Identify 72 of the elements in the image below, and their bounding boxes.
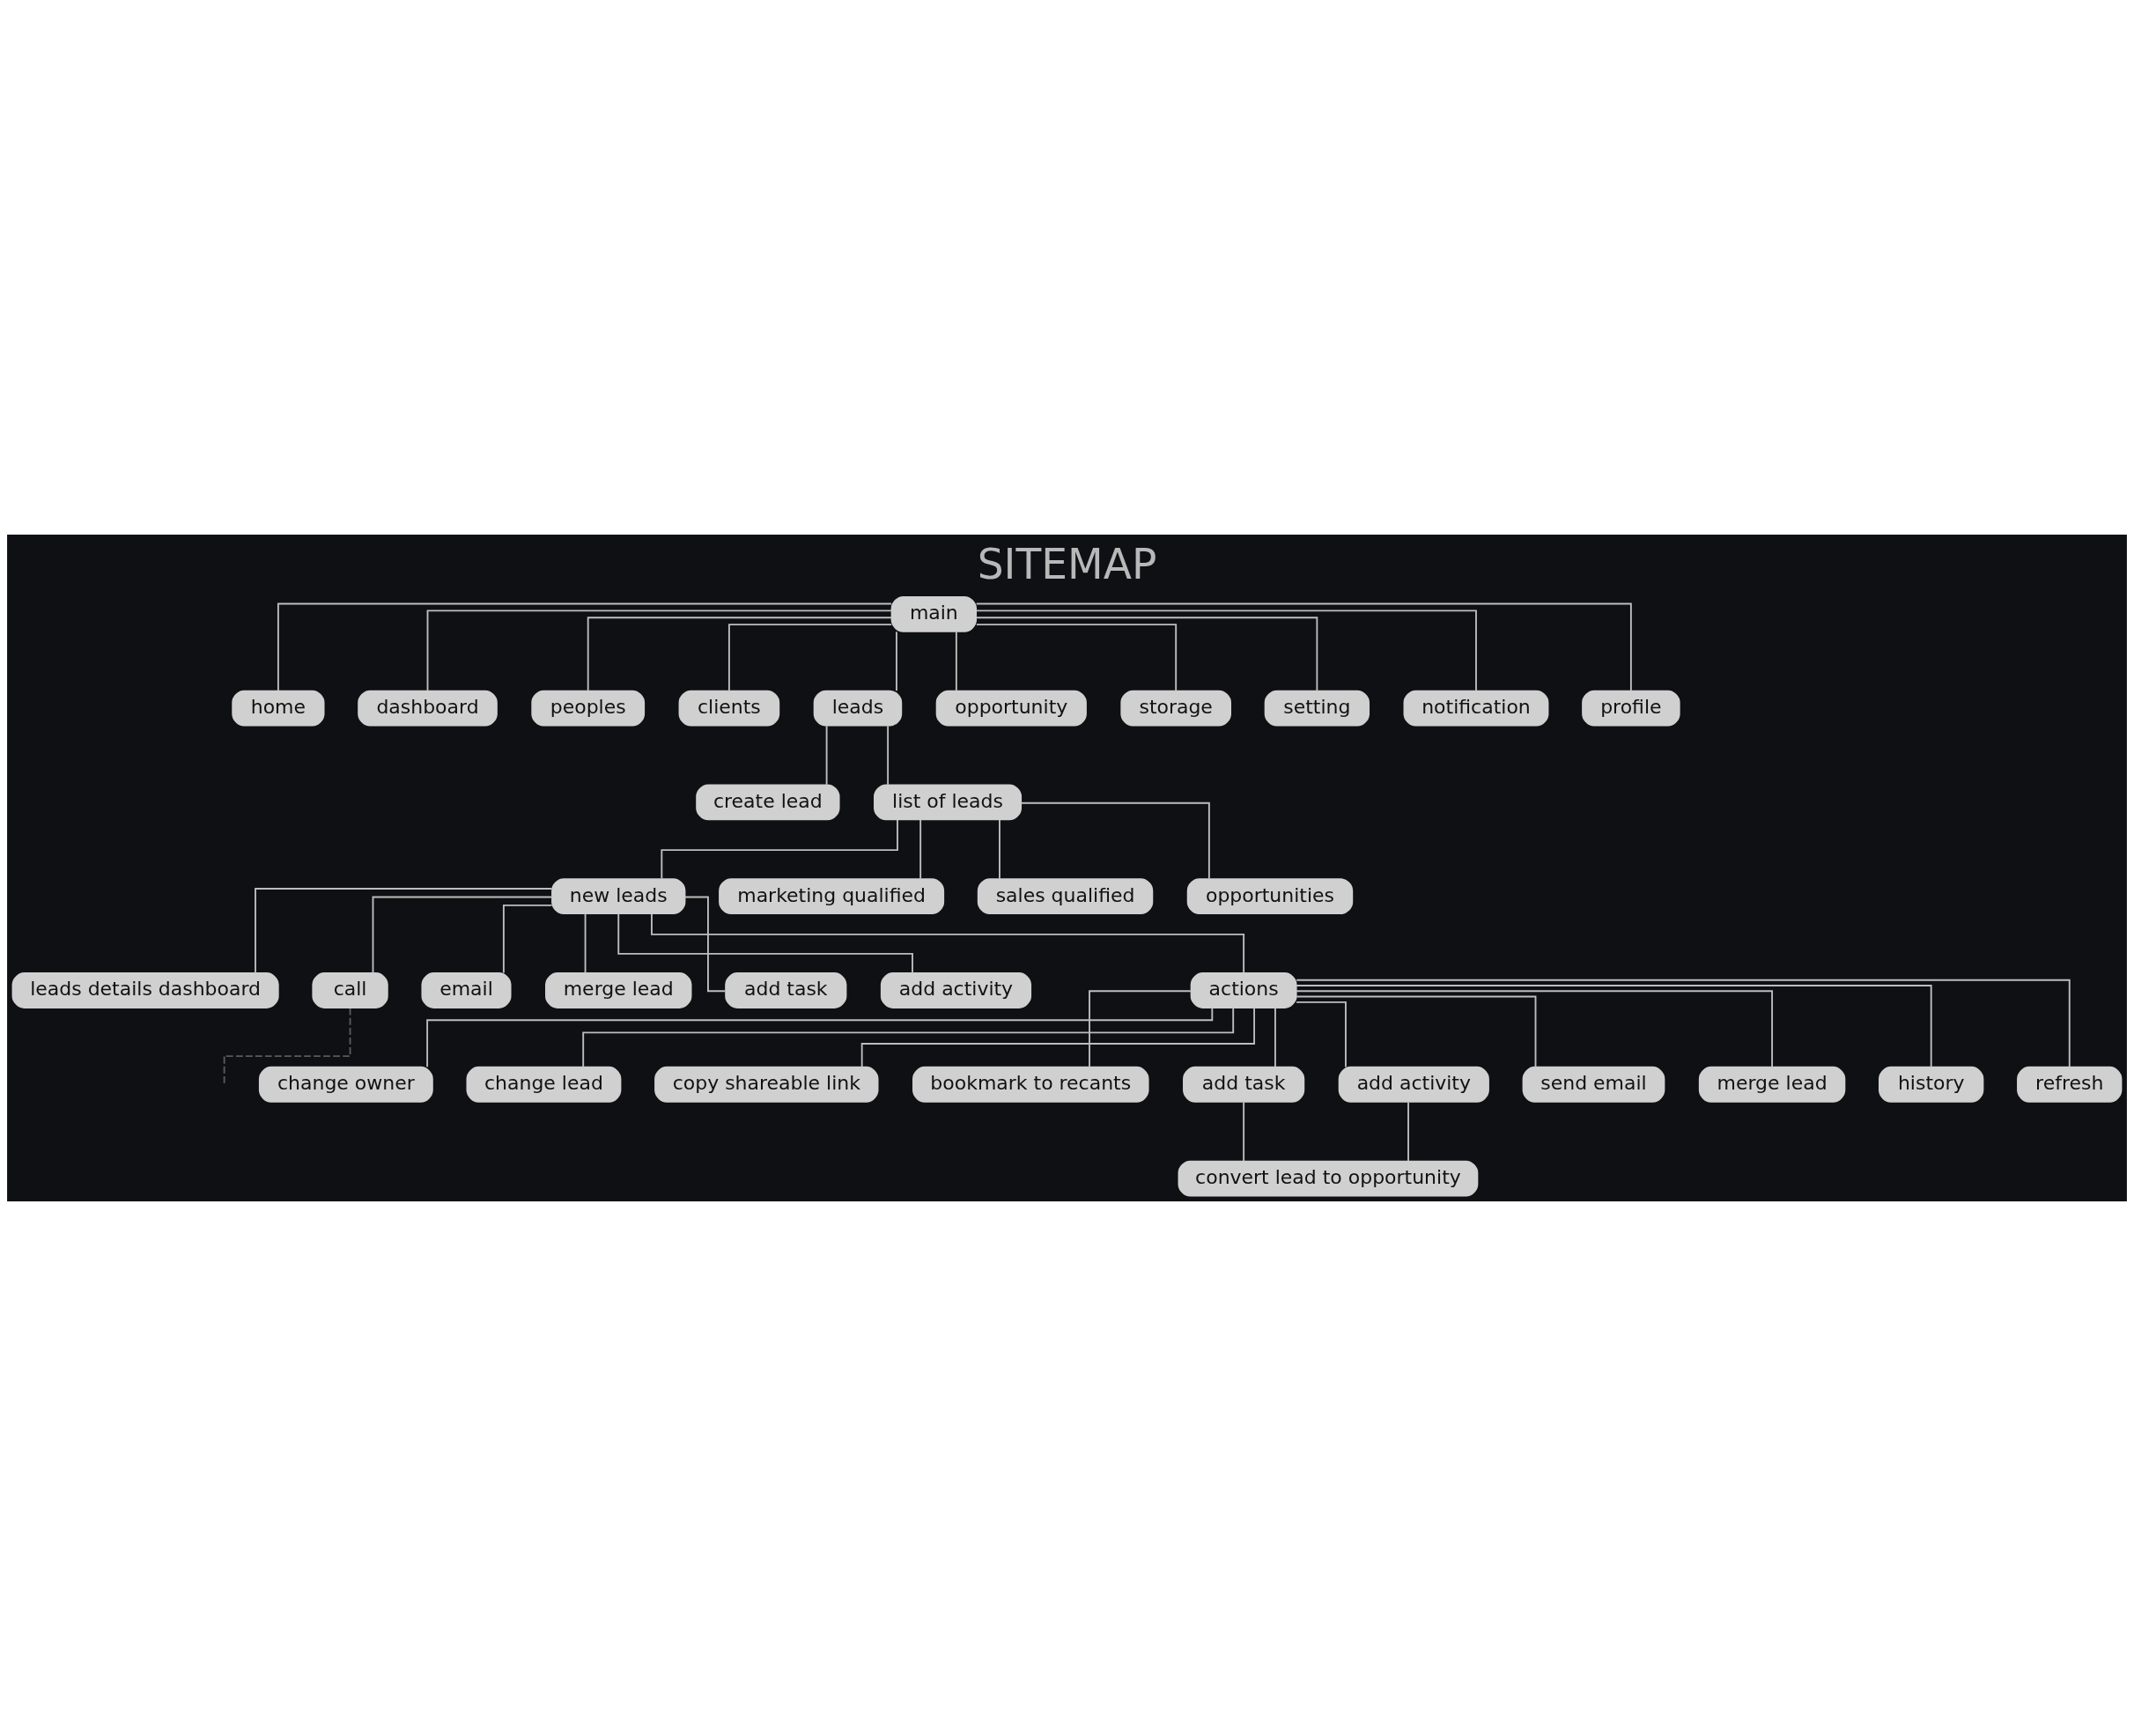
node-box: actions — [1190, 972, 1297, 1008]
connector — [1296, 979, 2071, 1068]
node-box: add activity — [1338, 1066, 1489, 1103]
connector — [587, 617, 893, 692]
connector — [919, 819, 922, 880]
node-box: add activity — [880, 972, 1032, 1008]
connector — [661, 819, 898, 880]
node-box: call — [312, 972, 388, 1008]
connector — [255, 888, 553, 974]
node-box: opportunity — [935, 690, 1087, 727]
node-box: marketing qualified — [719, 878, 945, 915]
connector — [1274, 1007, 1276, 1068]
connector — [1295, 990, 1773, 1068]
diagram-title: SITEMAP — [977, 540, 1157, 589]
connector — [825, 725, 828, 786]
connector — [502, 904, 553, 974]
connector — [955, 631, 957, 692]
node-box: add task — [725, 972, 847, 1008]
connector — [896, 631, 897, 692]
node-box: clients — [678, 690, 780, 727]
node-box: change lead — [466, 1066, 622, 1103]
node-box: list of leads — [874, 784, 1023, 821]
node-box: new leads — [551, 878, 686, 915]
node-box: merge lead — [1698, 1066, 1846, 1103]
connector — [584, 912, 587, 974]
connector — [1243, 1101, 1245, 1163]
connector — [975, 602, 1632, 691]
connector — [727, 624, 893, 692]
node-box: copy shareable link — [654, 1066, 879, 1103]
node-box: opportunities — [1186, 878, 1354, 915]
node-box: setting — [1264, 690, 1370, 727]
connector — [1296, 985, 1932, 1068]
connector — [426, 1007, 1214, 1068]
connector — [887, 725, 890, 786]
node-box: peoples — [531, 690, 646, 727]
connector — [1020, 802, 1210, 880]
node-box: refresh — [2017, 1066, 2123, 1103]
connector — [1407, 1101, 1409, 1163]
node-box: history — [1879, 1066, 1984, 1103]
connector — [372, 896, 553, 974]
connector — [426, 609, 893, 692]
connector — [651, 912, 1245, 974]
node-box: send email — [1522, 1066, 1665, 1103]
connector — [975, 609, 1477, 692]
node-box: notification — [1403, 690, 1549, 727]
node-box: profile — [1582, 690, 1680, 727]
connector — [683, 896, 727, 993]
node-box: change owner — [258, 1066, 433, 1103]
node-box: main — [890, 595, 978, 632]
connector — [223, 1007, 351, 1085]
node-box: leads — [813, 690, 903, 727]
node-box: add task — [1183, 1066, 1305, 1103]
connector — [975, 617, 1318, 692]
node-box: merge lead — [545, 972, 692, 1008]
connector — [277, 602, 892, 691]
node-box: create lead — [696, 784, 840, 821]
connector — [1296, 1001, 1347, 1068]
node-box: storage — [1120, 690, 1231, 727]
node-box: email — [421, 972, 512, 1008]
node-box: sales qualified — [977, 878, 1154, 915]
connector — [1089, 990, 1193, 1068]
node-box: bookmark to recants — [912, 1066, 1149, 1103]
node-box: leads details dashboard — [11, 972, 279, 1008]
node-box: home — [232, 690, 325, 727]
node-box: dashboard — [358, 690, 498, 727]
connector — [617, 912, 913, 974]
connector — [582, 1007, 1235, 1068]
node-box: convert lead to opportunity — [1178, 1160, 1479, 1197]
connector — [860, 1007, 1255, 1068]
connector — [975, 624, 1178, 692]
connector — [1296, 995, 1537, 1068]
connector — [999, 819, 1001, 880]
